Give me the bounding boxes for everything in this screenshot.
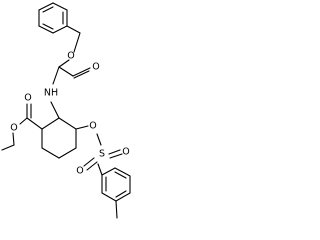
- tolyl-ring: [101, 167, 131, 219]
- carbamate-chain: [50, 25, 91, 119]
- atom-o-sulfonyl-left: O: [76, 166, 83, 177]
- atom-amine: NH: [44, 88, 58, 99]
- cyclohexane-ring: [41, 117, 77, 159]
- atom-o-sulfonyl-right: O: [122, 147, 129, 158]
- atom-o-ethyl-ester: O: [10, 123, 17, 134]
- atom-labels: O O NH O O O S O O: [10, 51, 129, 177]
- atom-o-sulfonate-link: O: [89, 121, 96, 132]
- ethyl-ester: [1, 103, 43, 151]
- atom-sulfur: S: [99, 149, 105, 160]
- sulfonate-link: [75, 125, 123, 176]
- benzyl-phenyl-ring: [38, 2, 68, 34]
- atom-o-carbamate: O: [92, 62, 99, 73]
- chemical-structure: O O NH O O O S O O: [1, 2, 131, 219]
- atom-o-benzyl-ester: O: [67, 51, 74, 62]
- bonds: [1, 2, 131, 219]
- atom-o-carbonyl-ester: O: [24, 93, 31, 104]
